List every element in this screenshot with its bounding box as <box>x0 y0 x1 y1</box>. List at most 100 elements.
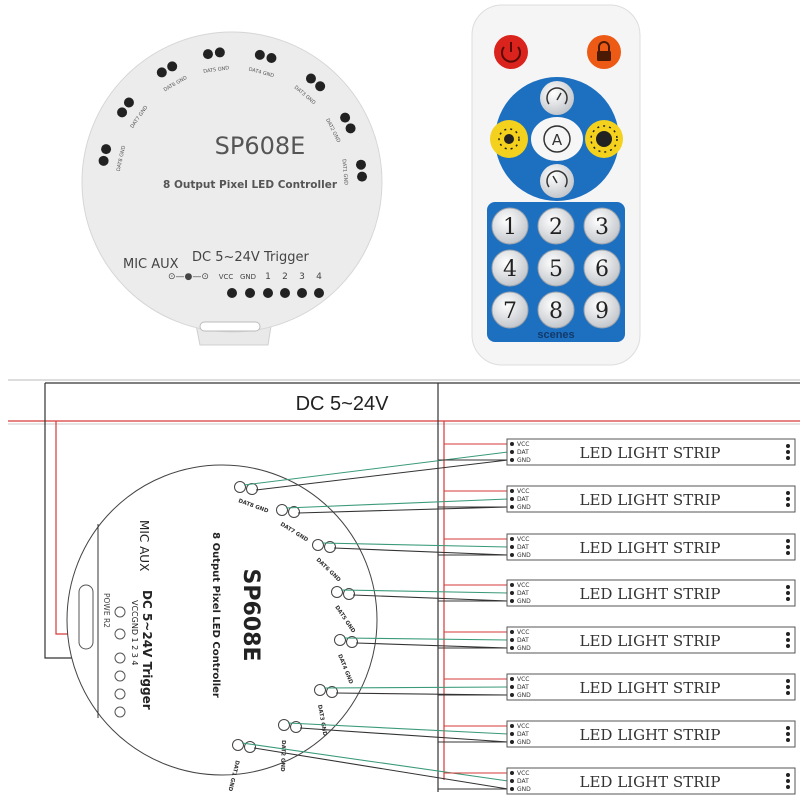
sun-large-icon <box>596 131 612 147</box>
terminal-label: GND <box>240 273 256 281</box>
pin-dot <box>510 599 514 603</box>
end-pin-dot <box>786 444 790 448</box>
end-pin-dot <box>786 591 790 595</box>
port-hole <box>123 97 134 108</box>
terminal-hole <box>314 288 324 298</box>
strip-body <box>506 673 796 701</box>
key-label: 9 <box>595 299 609 324</box>
terminal-label: 3 <box>299 272 305 282</box>
port-hole <box>355 159 366 170</box>
scene-key-4[interactable]: 4 <box>491 249 529 287</box>
power-button[interactable] <box>494 35 528 69</box>
strip-body <box>506 720 796 748</box>
supply-voltage-label: DC 5~24V <box>296 393 389 415</box>
pin-label: DAT <box>517 731 529 738</box>
strip-body <box>506 579 796 607</box>
lock-button[interactable] <box>587 35 621 69</box>
auto-mode-button[interactable]: A <box>531 117 583 161</box>
brightness-down-button[interactable] <box>490 120 528 158</box>
diagram-power-trigger: DC 5~24V Trigger <box>140 590 154 710</box>
output-port: DAT5 GND <box>203 47 230 75</box>
scene-key-7[interactable]: 7 <box>491 291 529 329</box>
port-hole <box>315 81 326 92</box>
gnd-wire <box>352 594 509 602</box>
port-label: DAT3 GND <box>316 704 327 737</box>
pin-dot <box>510 537 514 541</box>
scene-key-8[interactable]: 8 <box>537 291 575 329</box>
end-pin-dot <box>786 691 790 695</box>
end-pin-dot <box>786 491 790 495</box>
end-pin-dot <box>786 785 790 789</box>
strip-body <box>506 767 796 795</box>
screw-terminal <box>331 586 343 598</box>
key-label: 6 <box>595 257 609 282</box>
port-hole <box>254 49 265 60</box>
trigger-terminal <box>114 688 126 700</box>
controller-body <box>81 31 383 333</box>
brightness-up-button[interactable] <box>585 120 623 158</box>
data-wire <box>243 451 509 486</box>
end-pin-dot <box>786 456 790 460</box>
trigger-terminal <box>114 706 126 718</box>
gnd-wire <box>333 547 509 556</box>
dc-jack-symbol: ⊙—●—⊙ <box>168 272 209 282</box>
port-hole <box>357 171 368 182</box>
screw-terminal <box>114 652 126 664</box>
pin-dot <box>510 553 514 557</box>
pin-dot <box>510 591 514 595</box>
pin-label: DAT <box>517 449 529 456</box>
pin-label: VCC <box>517 488 529 495</box>
pin-label: VCC <box>517 723 529 730</box>
pin-dot <box>510 732 514 736</box>
end-pin-dot <box>786 503 790 507</box>
end-pin-dot <box>786 497 790 501</box>
screw-terminal <box>314 684 326 696</box>
pin-label: VCC <box>517 676 529 683</box>
pin-dot <box>510 497 514 501</box>
strip-label: LED LIGHT STRIP <box>579 679 720 697</box>
pin-dot <box>510 545 514 549</box>
scene-key-9[interactable]: 9 <box>583 291 621 329</box>
port-hole <box>305 73 316 84</box>
data-wire <box>241 742 509 782</box>
end-pin-dot <box>786 738 790 742</box>
strip-label: LED LIGHT STRIP <box>579 539 720 557</box>
pin-label: GND <box>517 739 531 746</box>
screw-terminal <box>114 628 126 640</box>
key-label: 2 <box>549 215 563 240</box>
power-trigger-label: DC 5~24V Trigger <box>192 250 309 265</box>
pin-label: VCC <box>517 536 529 543</box>
screw-terminal <box>276 504 288 516</box>
screw-terminal <box>346 636 358 648</box>
scene-key-5[interactable]: 5 <box>537 249 575 287</box>
strip-label: LED LIGHT STRIP <box>579 773 720 791</box>
data-wire <box>323 686 509 689</box>
terminal-label: 4 <box>316 272 322 282</box>
end-pin-dot <box>786 597 790 601</box>
diagram-mic-aux: MIC AUX <box>137 520 151 571</box>
diagram-terminals <box>114 606 126 718</box>
scene-key-1[interactable]: 1 <box>491 207 529 245</box>
power-label: POWE R2 <box>102 593 111 628</box>
terminal-label: VCC <box>219 273 234 281</box>
scene-key-2[interactable]: 2 <box>537 207 575 245</box>
data-wire <box>343 637 509 641</box>
controller-photo: SP608E 8 Output Pixel LED Controller MIC… <box>81 31 383 346</box>
terminal-hole <box>280 288 290 298</box>
screw-terminal <box>288 506 300 518</box>
speed-down-button[interactable] <box>540 164 574 198</box>
scene-key-3[interactable]: 3 <box>583 207 621 245</box>
scene-key-6[interactable]: 6 <box>583 249 621 287</box>
speed-up-button[interactable] <box>540 81 574 115</box>
diagram-port: DAT2 GND <box>278 719 509 772</box>
strip-body <box>506 626 796 654</box>
diagram-subtitle: 8 Output Pixel LED Controller <box>210 532 221 698</box>
data-wire <box>321 542 509 548</box>
pin-label: GND <box>517 504 531 511</box>
pin-label: DAT <box>517 637 529 644</box>
screw-terminal <box>234 481 246 493</box>
